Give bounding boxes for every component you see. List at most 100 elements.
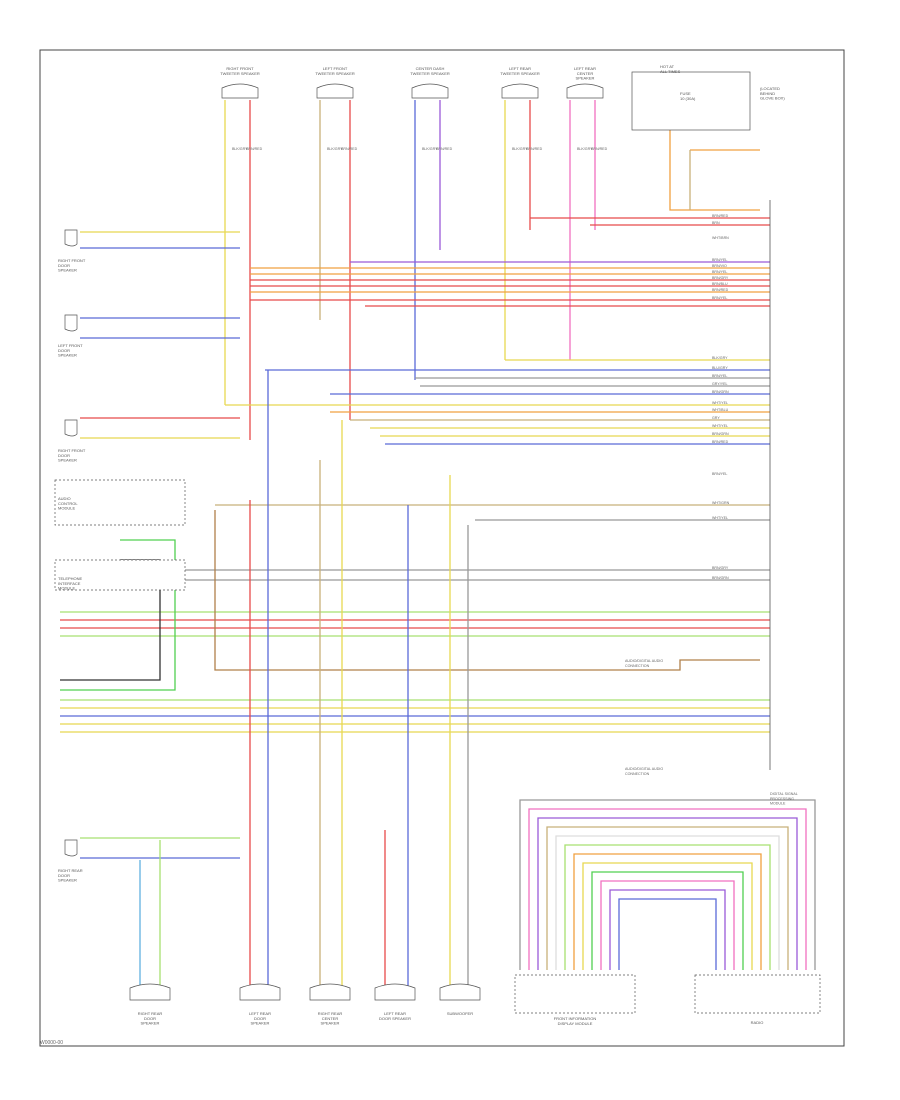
top-component-label: RIGHT FRONT: [226, 66, 254, 71]
top-component-label: TWEETER SPEAKER: [500, 71, 540, 76]
module-wire: [60, 539, 176, 691]
top-component-label: TWEETER SPEAKER: [220, 71, 260, 76]
left-component-label: MODULE: [58, 586, 75, 591]
bottom-component-label: SUBWOOFER: [447, 1011, 473, 1016]
speaker-connector: [64, 229, 78, 247]
left-component-label: CONTROL: [58, 501, 78, 506]
bus-pin-label: BRN/GRN: [712, 576, 729, 580]
left-component-label: DOOR: [58, 453, 70, 458]
right-module-label: MODULE: [770, 802, 786, 806]
speaker-connector: [309, 983, 351, 1001]
bottom-component-label: DOOR SPEAKER: [379, 1016, 411, 1021]
pin-label: BLK/GRY: [512, 147, 528, 151]
left-component-label: MODULE: [58, 506, 75, 511]
left-component-label: DOOR: [58, 348, 70, 353]
side-note: CONNECTION: [625, 664, 650, 668]
fuse-box-title: HOT AT: [660, 64, 675, 69]
loop-wire: [564, 844, 771, 970]
top-component-label: TWEETER SPEAKER: [315, 71, 355, 76]
bottom-component-label: DOOR: [254, 1016, 266, 1021]
display-module-box: [514, 974, 636, 1014]
pin-label: BRN/RED: [436, 147, 453, 151]
wire-layer: [60, 100, 816, 990]
bus-pin-label: BLU/GRY: [712, 366, 728, 370]
bottom-component-label: SPEAKER: [141, 1021, 160, 1026]
diagram-frame: [39, 49, 845, 1047]
bus-pin-label: BRN/BLU: [712, 282, 728, 286]
loop-wire: [573, 853, 762, 970]
left-component-label: SPEAKER: [58, 458, 77, 463]
display-module-label: DISPLAY MODULE: [558, 1021, 593, 1026]
loop-wire: [555, 835, 780, 970]
top-component-label: SPEAKER: [576, 76, 595, 81]
left-component-label: DOOR: [58, 263, 70, 268]
speaker-connector: [374, 983, 416, 1001]
bottom-component-label: RIGHT REAR: [138, 1011, 163, 1016]
top-component-label: CENTER DASH: [416, 66, 445, 71]
display-module-label: FRONT INFORMATION: [554, 1016, 597, 1021]
speaker-connector: [439, 983, 481, 1001]
pin-label: BLK/GRY: [422, 147, 438, 151]
bus-pin-label: WHT/YEL: [712, 424, 728, 428]
left-component-label: RIGHT REAR: [58, 868, 83, 873]
fuse-box-note: BEHIND: [760, 91, 775, 96]
bus-pin-label: BRN/YEL: [712, 296, 727, 300]
loop-wire: [546, 826, 789, 970]
side-note: CONNECTION: [625, 772, 650, 776]
top-component-label: LEFT REAR: [509, 66, 531, 71]
left-component-label: SPEAKER: [58, 353, 77, 358]
top-component-label: LEFT FRONT: [323, 66, 348, 71]
bus-pin-label: BRN/YEL: [712, 374, 727, 378]
top-component-label: TWEETER SPEAKER: [410, 71, 450, 76]
left-component-label: DOOR: [58, 873, 70, 878]
left-component-label: SPEAKER: [58, 268, 77, 273]
bottom-component-label: SPEAKER: [251, 1021, 270, 1026]
pin-label: BLK/GRY: [232, 147, 248, 151]
speaker-connector: [64, 839, 78, 857]
loop-wire: [537, 817, 798, 970]
right-module-label: DIGITAL SIGNAL: [770, 792, 798, 796]
left-component-label: SPEAKER: [58, 878, 77, 883]
loop-wire: [591, 871, 744, 970]
bottom-component-label: LEFT REAR: [249, 1011, 271, 1016]
bus-pin-label: WHT/BLU: [712, 408, 729, 412]
bus-pin-label: BRN/YEL: [712, 472, 727, 476]
bottom-component-label: LEFT REAR: [384, 1011, 406, 1016]
left-component-label: RIGHT FRONT: [58, 448, 86, 453]
speaker-connector: [64, 419, 78, 437]
loop-wire: [618, 898, 717, 970]
speaker-connector: [64, 314, 78, 332]
side-note: AUDIO/DIGITAL AUDIO: [625, 767, 663, 771]
fuse-box-note: (LOCATED: [760, 86, 780, 91]
bus-pin-label: BRN/GRY: [712, 566, 729, 570]
loop-wire: [582, 862, 753, 970]
module-box: [54, 479, 186, 526]
bus-pin-label: BRN/YEL: [712, 258, 727, 262]
speaker-connector: [129, 983, 171, 1001]
left-component-label: RIGHT FRONT: [58, 258, 86, 263]
side-note: AUDIO/DIGITAL AUDIO: [625, 659, 663, 663]
bus-pin-label: BRN/GRN: [712, 432, 729, 436]
speaker-connector: [411, 83, 449, 99]
left-component-label: LEFT FRONT: [58, 343, 83, 348]
top-component-label: CENTER: [577, 71, 594, 76]
left-component-label: TELEPHONE: [58, 576, 83, 581]
bus-pin-label: BRN: [712, 221, 720, 225]
bottom-component-label: SPEAKER: [321, 1021, 340, 1026]
bus-pin-label: WHT/BRN: [712, 236, 729, 240]
pin-label: BRN/RED: [341, 147, 358, 151]
bus-pin-label: WHT/YEL: [712, 516, 728, 520]
loop-wire: [600, 880, 735, 970]
bus-pin-label: GRY/YEL: [712, 382, 728, 386]
speaker-connector: [221, 83, 259, 99]
module-box: [54, 559, 186, 591]
radio-label: RADIO: [751, 1020, 764, 1025]
pin-label: BRN/RED: [246, 147, 263, 151]
speaker-connector: [501, 83, 539, 99]
fuse-box-title: ALL TIMES: [660, 69, 681, 74]
bus-pin-label: BRN/YEL: [712, 270, 727, 274]
pin-label: BRN/RED: [526, 147, 543, 151]
figure-code: W0000-00: [40, 1040, 64, 1046]
pin-label: BLK/GRY: [577, 147, 593, 151]
